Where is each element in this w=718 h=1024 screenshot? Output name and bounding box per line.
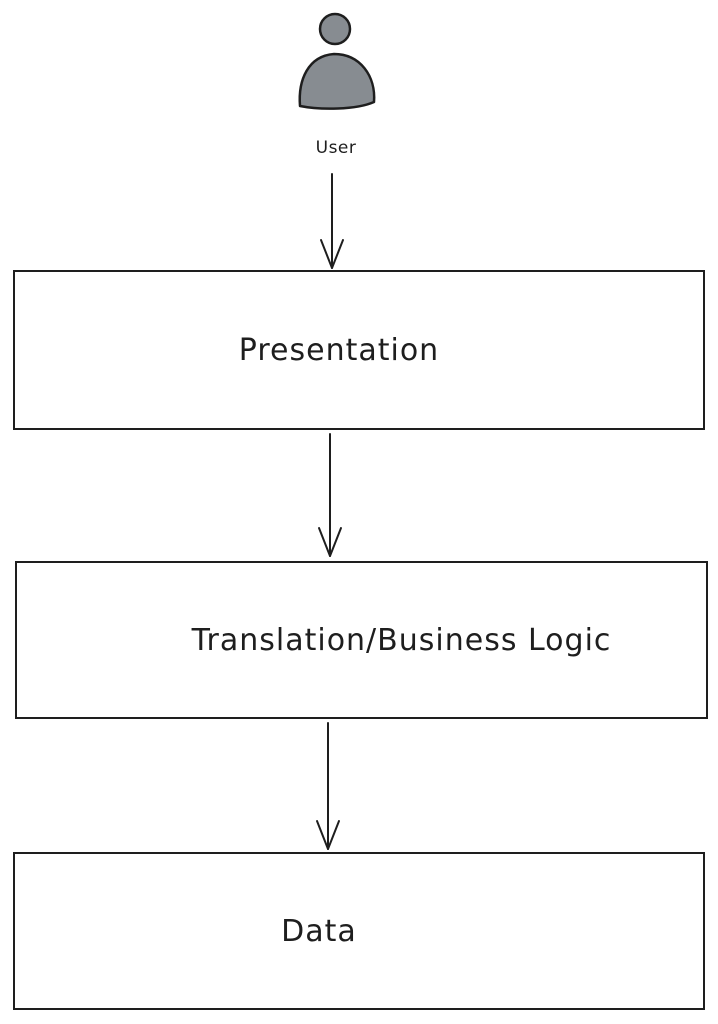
data-layer-label: Data bbox=[281, 913, 357, 949]
arrow-user-to-presentation bbox=[320, 173, 344, 269]
business-logic-layer-box: Translation/Business Logic bbox=[15, 561, 708, 719]
user-label: User bbox=[315, 138, 357, 158]
business-logic-layer-label: Translation/Business Logic bbox=[191, 622, 612, 658]
arrow-presentation-to-logic bbox=[318, 433, 342, 557]
presentation-layer-label: Presentation bbox=[238, 332, 440, 368]
user-icon bbox=[298, 12, 376, 110]
presentation-layer-box: Presentation bbox=[13, 270, 705, 430]
arrow-logic-to-data bbox=[316, 722, 340, 850]
data-layer-box: Data bbox=[13, 852, 705, 1010]
